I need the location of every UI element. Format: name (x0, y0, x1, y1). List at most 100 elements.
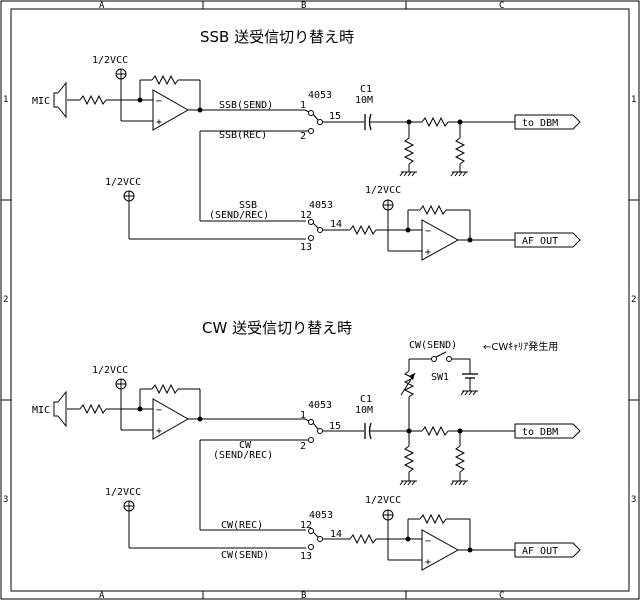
cw-vcc-amp-label: 1/2VCC (365, 495, 401, 506)
frame-col-c-bottom: C (499, 591, 504, 600)
ssb-pin12: 12 (300, 210, 312, 221)
svg-text:+: + (156, 426, 162, 437)
ssb-dbm-output-tag (514, 114, 581, 130)
cw-vcc-amp-icon (382, 509, 394, 521)
cw-af-feedback-resistor (419, 514, 447, 524)
cw-vcc-mid-label: 1/2VCC (105, 487, 141, 498)
frame-col-b-top: B (301, 1, 306, 11)
cw-af-output-tag (514, 542, 581, 558)
sw1-contact-1 (431, 356, 437, 362)
ssb-section: SSB 送受信切り替え時 MIC 1/2VCC − + 4053 SSB(SEN… (32, 28, 581, 261)
cw-pin13: 13 (300, 551, 312, 562)
svg-text:+: + (425, 247, 431, 258)
svg-text:−: − (156, 96, 162, 107)
ssb-mic-opamp (152, 89, 190, 131)
cw-mic-feedback-resistor (151, 384, 179, 394)
frame-col-a-bottom: A (99, 591, 105, 600)
cw-dbm-shunt-resistor-2 (455, 445, 465, 473)
cw-gnd-1 (399, 480, 418, 486)
ssb-c1: C1 (360, 84, 372, 95)
ssb-vcc-amp-label: 1/2VCC (365, 185, 401, 196)
ssb-af-output-tag (514, 232, 581, 248)
ssb-vcc-top-label: 1/2VCC (92, 55, 128, 66)
cw-mic-icon (53, 391, 67, 427)
ssb-mic-feedback-resistor (151, 75, 179, 85)
cw-title: CW 送受信切り替え時 (202, 319, 352, 337)
ssb-gnd-1 (399, 171, 418, 177)
cw-dbm-output-tag (514, 423, 581, 439)
cw-mic-opamp (152, 398, 190, 440)
cw-dbm-shunt-resistor-1 (404, 445, 414, 473)
sw1-contact-2 (446, 356, 452, 362)
ssb-af-output-label: AF OUT (522, 236, 558, 247)
ssb-vcc-top-icon (115, 68, 127, 80)
cw-c1: C1 (360, 394, 372, 405)
ssb-vcc-amp-icon (382, 199, 394, 211)
cw-mic-resistor (79, 404, 107, 414)
svg-text:+: + (156, 117, 162, 128)
cw-send-switch-label: CW(SEND) (409, 340, 457, 351)
cw-mic-label: MIC (32, 405, 50, 416)
frame-row-3-left: 3 (3, 495, 8, 505)
ssb-af-opamp (421, 219, 460, 261)
ssb-af-input-resistor (349, 225, 377, 235)
svg-text:−: − (425, 226, 431, 237)
cw-send-label: CW(SEND) (221, 550, 269, 561)
cw-dbm-output-label: to DBM (522, 427, 558, 438)
ssb-dbm-shunt-resistor-2 (455, 137, 465, 165)
ssb-ic-bottom: 4053 (309, 200, 333, 211)
cw-pin15: 15 (329, 421, 341, 432)
ssb-vcc-mid-label: 1/2VCC (105, 177, 141, 188)
cw-pin2: 2 (300, 441, 306, 452)
frame-row-1-right: 1 (631, 95, 636, 105)
ssb-pin1: 1 (300, 100, 306, 111)
ssb-mic-icon (53, 82, 67, 118)
svg-text:−: − (156, 405, 162, 416)
cw-vcc-top-icon (115, 378, 127, 390)
cw-af-opamp (421, 529, 460, 571)
frame-col-b-bottom: B (301, 591, 306, 600)
ssb-dbm-output-label: to DBM (522, 118, 558, 129)
ssb-mic-label: MIC (32, 96, 50, 107)
ssb-pin13: 13 (300, 242, 312, 253)
ssb-switch-label-1: SSB (239, 200, 257, 211)
cw-pin12: 12 (300, 520, 312, 531)
svg-text:+: + (425, 557, 431, 568)
ssb-rec-label: SSB(REC) (219, 130, 267, 141)
cw-vcc-top-label: 1/2VCC (92, 365, 128, 376)
frame-col-c-top: C (499, 1, 504, 11)
cw-dbm-series-resistor (421, 426, 449, 436)
cw-ic-top: 4053 (308, 400, 332, 411)
ssb-switch-label-2: (SEND/REC) (209, 210, 269, 221)
ssb-af-feedback-resistor (419, 205, 447, 215)
ssb-dbm-shunt-resistor-1 (404, 137, 414, 165)
ssb-dbm-series-resistor (421, 117, 449, 127)
frame-row-2-right: 2 (631, 295, 636, 305)
cw-pin1: 1 (300, 410, 306, 421)
ssb-mic-resistor (79, 95, 107, 105)
svg-text:−: − (425, 536, 431, 547)
cw-switch-label-2: (SEND/REC) (213, 450, 273, 461)
cw-af-output-label: AF OUT (522, 546, 558, 557)
cw-gnd-2 (450, 480, 469, 486)
ssb-pin15: 15 (329, 111, 341, 122)
cw-switch-label-1: CW (239, 440, 252, 451)
cw-section: CW 送受信切り替え時 MIC 1/2VCC − + 4053 1 2 CW (32, 319, 581, 571)
cw-carrier-note: ←CWｷｬﾘｱ発生用 (483, 340, 558, 353)
ssb-pin2: 2 (300, 131, 306, 142)
cw-rec-label: CW(REC) (221, 520, 263, 531)
frame-row-1-left: 1 (3, 95, 8, 105)
cw-pin14: 14 (330, 529, 342, 540)
ssb-pin14: 14 (330, 219, 342, 230)
ssb-ic-top: 4053 (308, 90, 332, 101)
ssb-c1-value: 10M (355, 95, 373, 106)
cw-vcc-mid-icon (123, 500, 135, 512)
cw-carrier-gnd (460, 390, 479, 396)
ssb-title: SSB 送受信切り替え時 (200, 28, 354, 46)
ssb-vcc-mid-icon (123, 190, 135, 202)
frame-row-3-right: 3 (631, 495, 636, 505)
cw-sw1-label: SW1 (431, 372, 449, 383)
cw-c1-value: 10M (355, 405, 373, 416)
